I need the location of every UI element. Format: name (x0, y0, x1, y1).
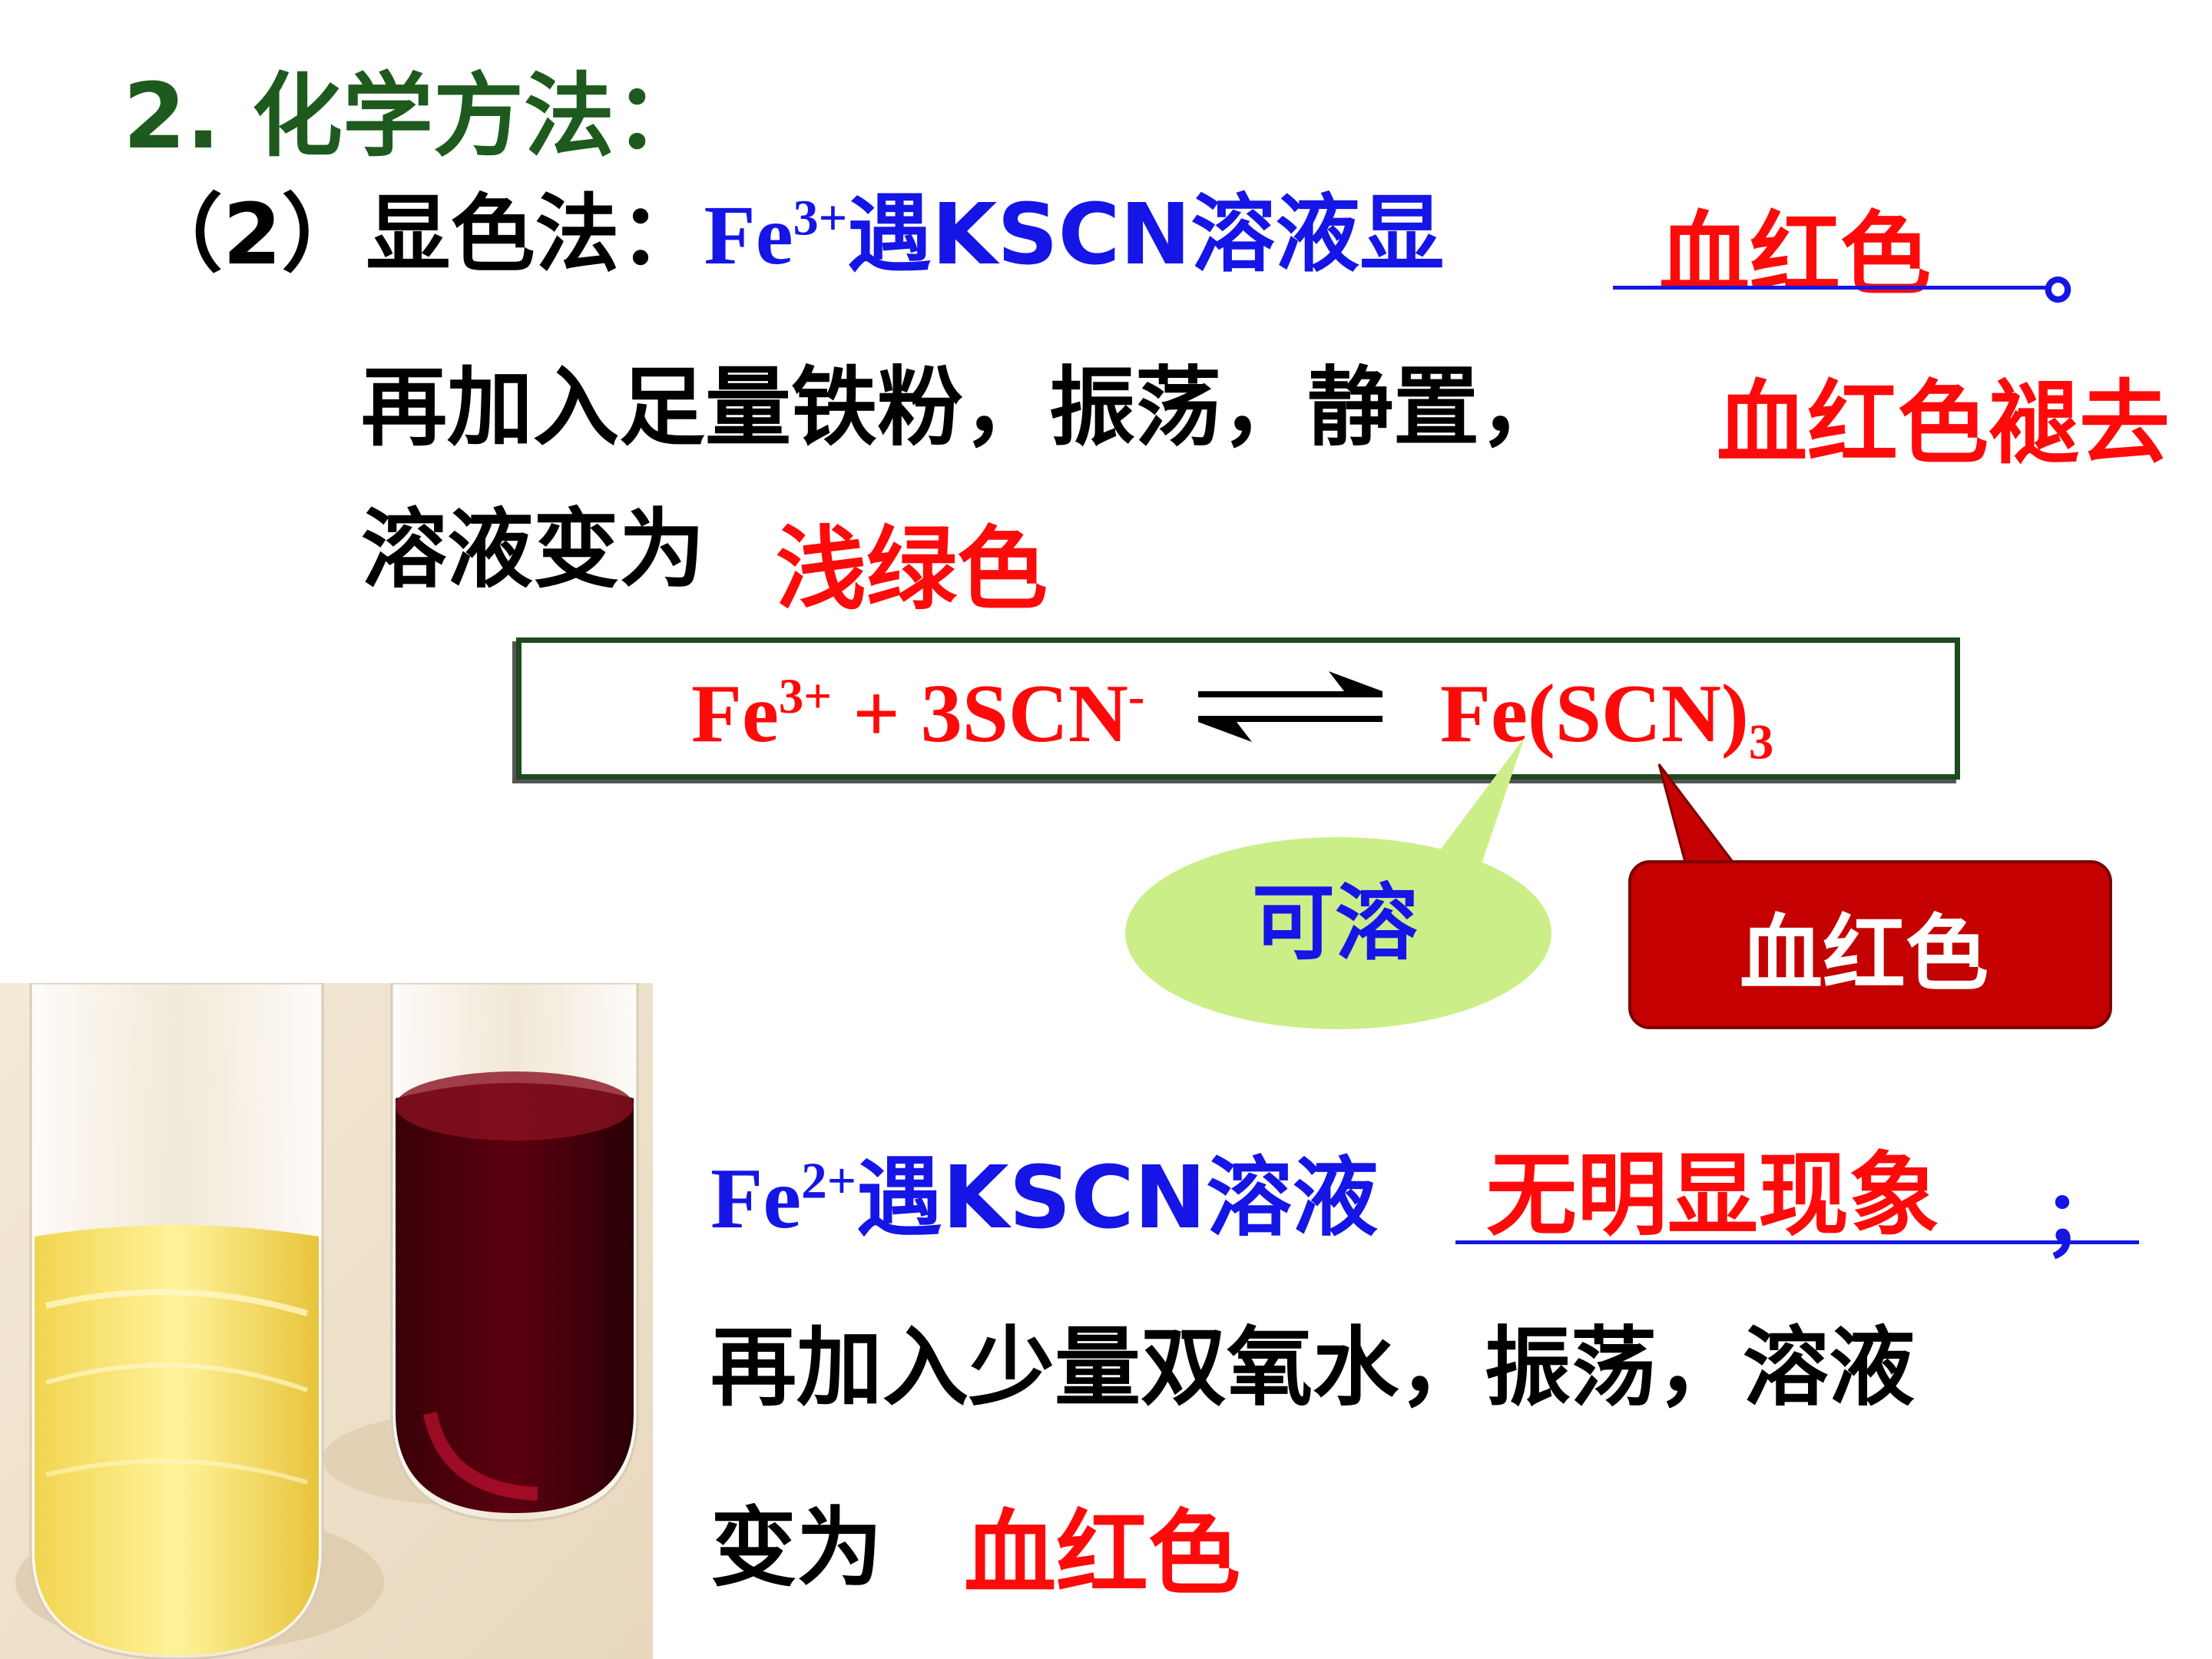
peroxide-line: 再加入少量双氧水，振荡，溶液 (710, 1318, 1915, 1418)
fe2-ion: Fe2+ (710, 1151, 857, 1247)
method-label: （2）显色法： (138, 185, 704, 283)
period-mark: 。 (2043, 225, 2120, 315)
fe3-ion: Fe3+ (704, 188, 848, 282)
equation-box (516, 637, 1960, 780)
solution-change-line: 溶液变为 (361, 500, 705, 600)
page-title: 2. 化学方法： (123, 63, 706, 169)
equation-reactant-scn: + 3SCN- (832, 668, 1145, 760)
soluble-callout-label: 可溶 (1252, 876, 1419, 972)
iron-powder-answer: 血红色褪去 (1717, 370, 2171, 476)
solution-change-answer: 浅绿色 (776, 516, 1048, 622)
test-tubes-photo (0, 983, 653, 1659)
peroxide-result-answer: 血红色 (964, 1501, 1240, 1608)
fe3-reaction-text: 遇KSCN溶液显 (847, 185, 1445, 283)
equation-product: Fe(SCN)3 (1440, 668, 1774, 770)
fe3-answer-underline (1613, 286, 2051, 290)
fe2-line: Fe2+遇KSCN溶液 (710, 1144, 1378, 1253)
method-line: （2）显色法：Fe3+遇KSCN溶液显 (138, 184, 1444, 285)
peroxide-result-label: 变为 (710, 1498, 882, 1598)
chemical-equation: Fe3+ + 3SCN- (691, 664, 1144, 764)
blood-red-callout (1628, 860, 2112, 1029)
equation-reactant-fe3: Fe3+ (691, 668, 833, 760)
blood-red-callout-label: 血红色 (1740, 906, 1989, 1002)
fe3-answer: 血红色 (1659, 201, 1932, 307)
fe2-answer: 无明显现象 (1486, 1142, 1940, 1248)
iron-powder-line: 再加入足量铁粉，振荡，静置， (361, 358, 1565, 458)
fe2-semicolon: ； (2043, 1174, 2120, 1263)
soluble-callout (1125, 837, 1551, 1029)
fe2-answer-underline (1455, 1240, 2139, 1244)
equilibrium-arrow-icon (1198, 671, 1382, 742)
fe2-reaction-text: 遇KSCN溶液 (856, 1148, 1379, 1248)
